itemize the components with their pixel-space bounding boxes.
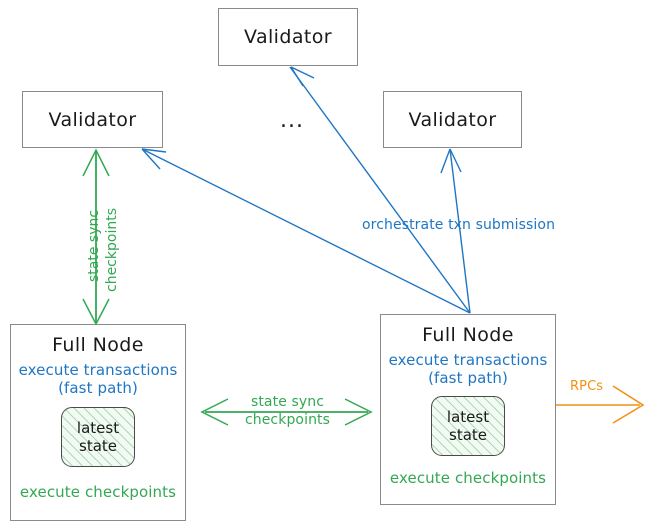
fullnode-left-state-line1: latest bbox=[76, 418, 120, 437]
validators-ellipsis: ... bbox=[280, 108, 304, 133]
edge-label-orchestrate-txn-submission: orchestrate txn submission bbox=[362, 217, 556, 233]
fullnode-left-latest-state-box[interactable]: latest state bbox=[61, 406, 135, 467]
validator-top-label: Validator bbox=[244, 26, 332, 48]
fullnode-left-state-line2: state bbox=[79, 436, 117, 455]
fullnode-left-title: Full Node bbox=[52, 334, 144, 356]
validator-right-label: Validator bbox=[408, 108, 497, 131]
fullnode-right-state-line2: state bbox=[449, 425, 487, 444]
fullnode-right-blue-line2: (fast path) bbox=[428, 369, 508, 388]
node-validator-left[interactable]: Validator bbox=[22, 91, 163, 148]
edge-label-fullnode-state-sync: state sync checkpoints bbox=[225, 393, 350, 429]
edge-label-validator-state-sync-line1: state sync bbox=[86, 209, 102, 282]
node-validator-top[interactable]: Validator bbox=[218, 8, 358, 66]
edge-label-rpcs: RPCs bbox=[570, 379, 604, 394]
edge-label-fullnode-state-sync-line2: checkpoints bbox=[244, 412, 331, 429]
fullnode-left-green-label: execute checkpoints bbox=[19, 482, 177, 501]
node-validator-right[interactable]: Validator bbox=[383, 91, 522, 148]
fullnode-left-blue-text: execute transactions (fast path) bbox=[19, 361, 178, 398]
edge-label-validator-state-sync-line2: checkpoints bbox=[104, 208, 120, 292]
fullnode-right-state-line1: latest bbox=[446, 407, 490, 426]
fullnode-left-blue-line2: (fast path) bbox=[58, 379, 138, 398]
fullnode-left-blue-line1: execute transactions bbox=[18, 361, 178, 379]
fullnode-right-blue-line1: execute transactions bbox=[388, 351, 548, 369]
node-fullnode-right[interactable]: Full Node execute transactions (fast pat… bbox=[380, 314, 556, 505]
fullnode-right-green-label: execute checkpoints bbox=[389, 468, 547, 487]
fullnode-right-blue-text: execute transactions (fast path) bbox=[389, 351, 548, 388]
fullnode-right-title: Full Node bbox=[422, 324, 514, 346]
edge-label-fullnode-state-sync-line1: state sync bbox=[250, 394, 325, 410]
node-fullnode-left[interactable]: Full Node execute transactions (fast pat… bbox=[10, 324, 186, 521]
fullnode-right-latest-state-box[interactable]: latest state bbox=[431, 395, 505, 456]
validator-left-label: Validator bbox=[48, 108, 137, 131]
